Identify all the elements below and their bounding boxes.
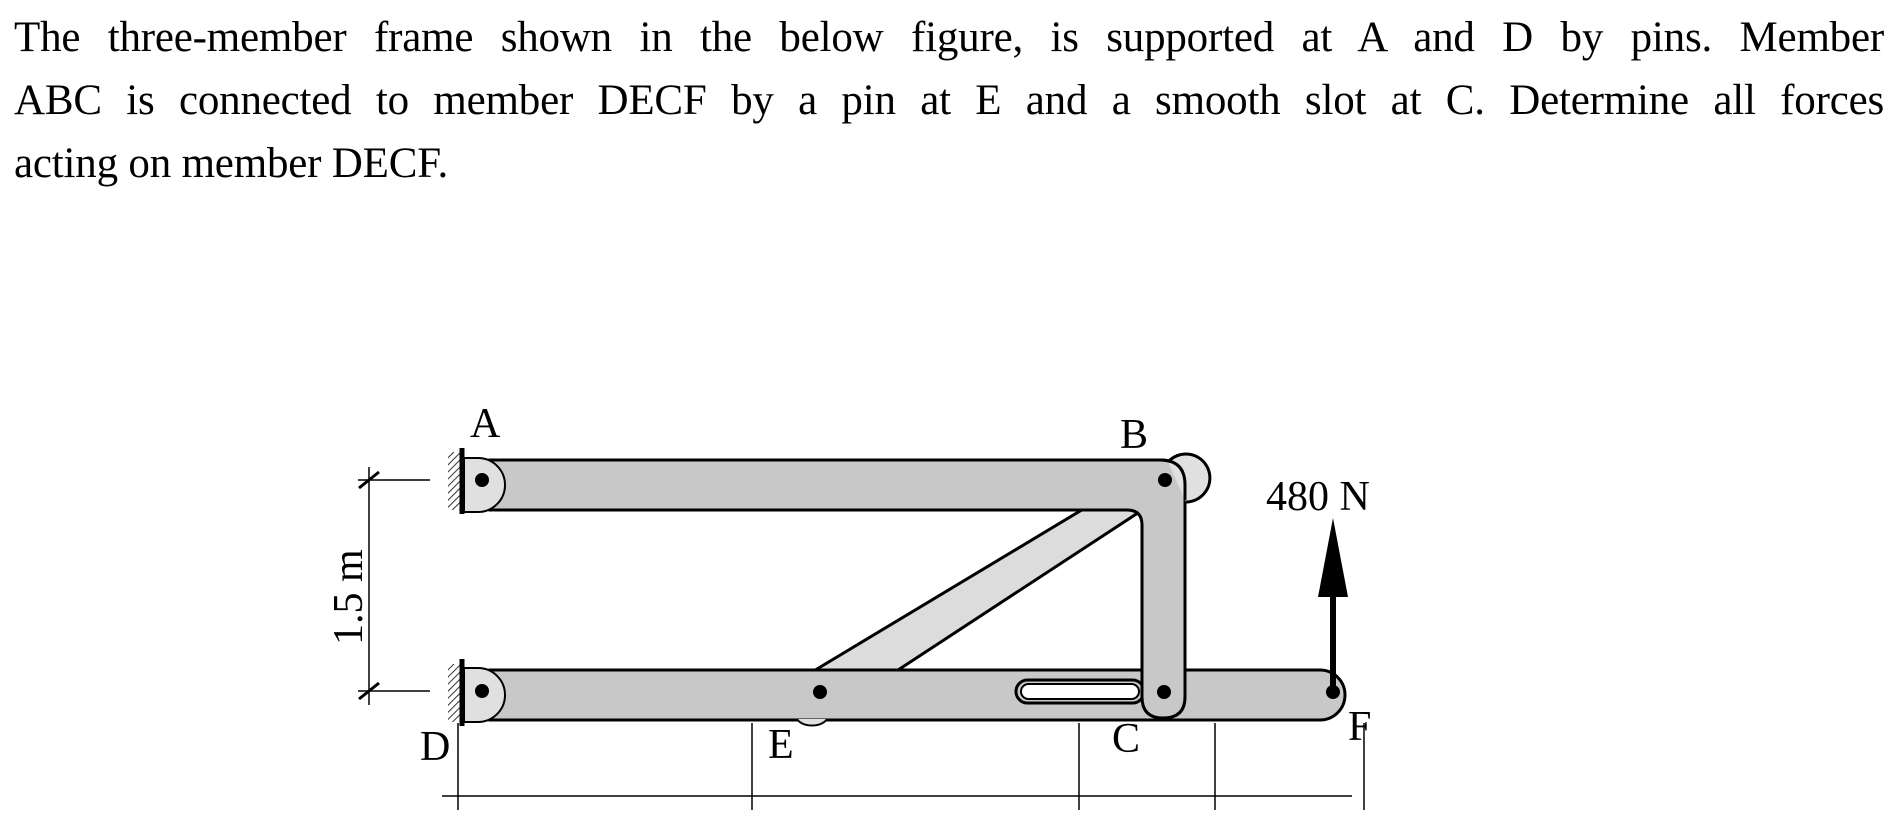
pin-E-dot: [813, 685, 827, 699]
pin-A-dot: [475, 473, 489, 487]
pin-B-dot: [1158, 473, 1172, 487]
label-D: D: [420, 724, 450, 770]
label-A: A: [470, 401, 501, 447]
wall-support-D: [448, 659, 465, 726]
label-C: C: [1112, 716, 1140, 762]
dimension-vertical-label: 1.5 m: [326, 549, 372, 645]
problem-line-1: The three-member frame shown in the belo…: [14, 14, 1884, 61]
diagonal-brace: [806, 503, 1156, 674]
problem-line-3: acting on member DECF.: [14, 140, 449, 187]
pin-C-dot: [1157, 685, 1171, 699]
pin-D-dot: [475, 684, 489, 698]
member-ABC-vertical-leg: [1140, 636, 1187, 720]
pin-A: [463, 457, 506, 513]
pin-F-dot: [1326, 685, 1340, 699]
label-B: B: [1120, 412, 1148, 458]
problem-line-2: ABC is connected to member DECF by a pin…: [14, 77, 1884, 124]
wall-support-A: [448, 448, 465, 514]
pin-D: [463, 667, 506, 723]
member-DECF: [488, 668, 1347, 727]
load-arrow-icon: [1318, 518, 1348, 699]
dimension-vertical: 1.5 m: [326, 467, 430, 705]
problem-statement: The three-member frame shown in the belo…: [14, 6, 1884, 195]
label-E: E: [768, 722, 794, 768]
dimension-horizontal: [442, 723, 1365, 810]
label-F: F: [1348, 704, 1371, 750]
load-label: 480 N: [1266, 474, 1370, 520]
